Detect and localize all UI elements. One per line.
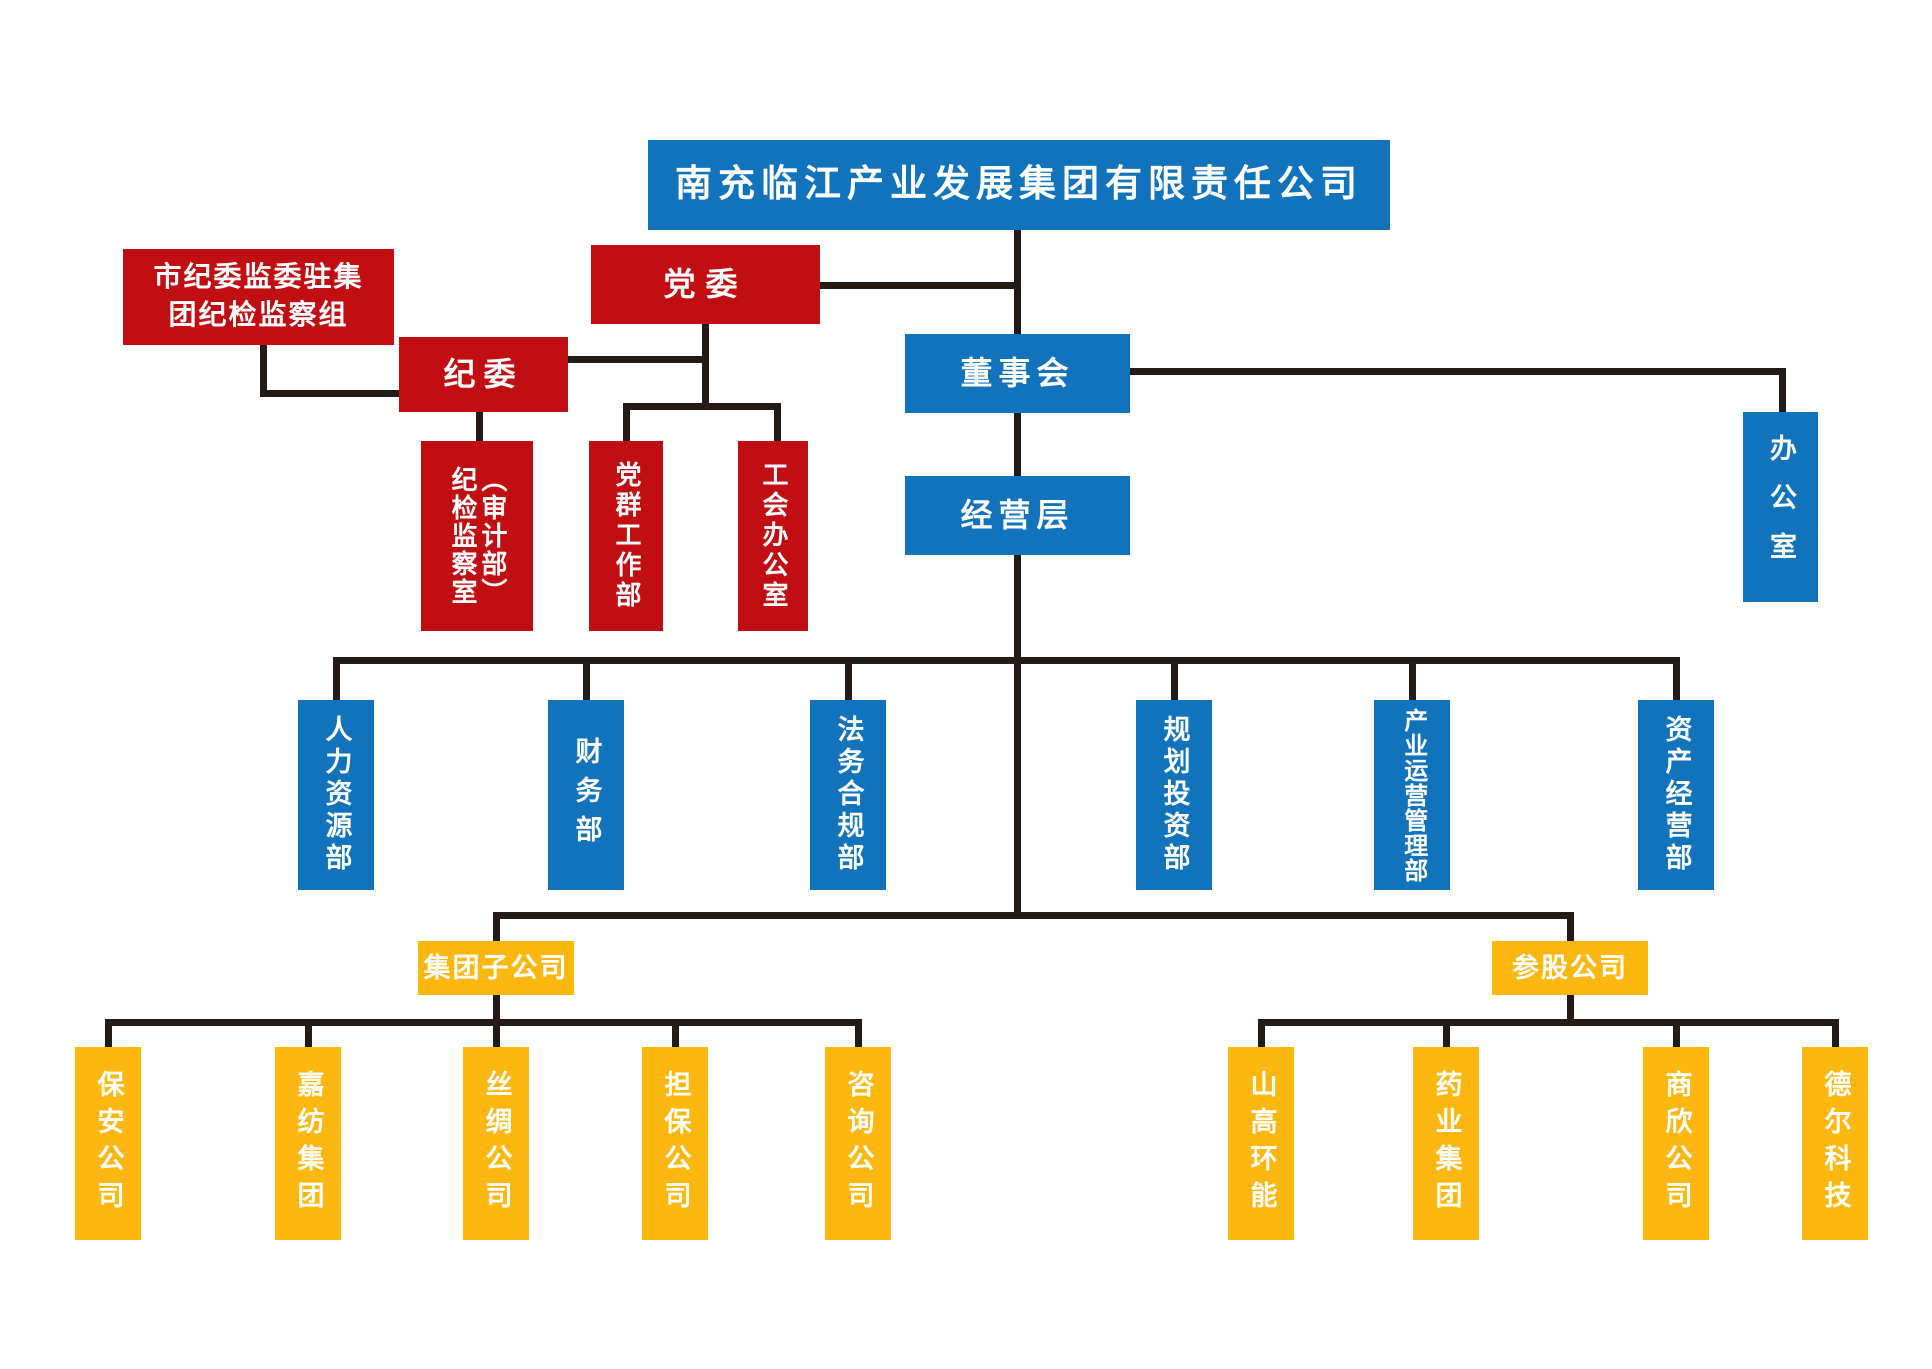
connector-board-to-office-v xyxy=(1779,368,1786,413)
org-node-participation-companies: 参股公司 xyxy=(1492,941,1648,995)
connector-asset-drop xyxy=(1673,657,1680,701)
org-node-label: 党委 xyxy=(663,265,748,302)
org-node-group-subsidiaries: 集团子公司 xyxy=(418,941,574,995)
org-node-label: 集团子公司 xyxy=(423,952,569,983)
org-node-security-company: 保安公司 xyxy=(75,1047,141,1240)
org-node-label: 法务合规部 xyxy=(833,715,864,875)
connector-silk-drop xyxy=(493,1019,500,1048)
connector-management-down xyxy=(1014,555,1021,661)
org-node-label: 嘉纺集团 xyxy=(293,1069,324,1218)
org-node-label: 市纪委监委驻集 团纪检监察组 xyxy=(153,262,364,331)
connector-sub-bar xyxy=(493,912,1574,919)
org-node-label: 党群工作部 xyxy=(611,461,641,611)
connector-jiafang-drop xyxy=(305,1019,312,1048)
connector-guarantee-drop xyxy=(672,1019,679,1048)
org-node-label: 咨询公司 xyxy=(843,1069,874,1218)
org-node-label: 丝绸公司 xyxy=(481,1069,512,1218)
org-node-company-title: 南充临江产业发展集团有限责任公司 xyxy=(648,140,1390,230)
org-node-label: 纪委 xyxy=(443,355,524,392)
org-node-guarantee-company: 担保公司 xyxy=(642,1047,708,1240)
org-node-legal-compliance-dept: 法务合规部 xyxy=(810,700,886,890)
org-node-city-discipline-group: 市纪委监委驻集 团纪检监察组 xyxy=(123,249,394,345)
org-node-label: 药业集团 xyxy=(1431,1069,1462,1218)
connector-legal-drop xyxy=(845,657,852,701)
org-node-discipline-committee: 纪委 xyxy=(399,337,568,412)
connector-shangxin-drop xyxy=(1673,1019,1680,1048)
connector-shangao-drop xyxy=(1258,1019,1265,1048)
connector-right-bar xyxy=(1258,1019,1839,1026)
connector-left-bar xyxy=(105,1019,862,1026)
connector-dangqun-drop xyxy=(623,403,630,442)
org-node-party-committee: 党委 xyxy=(591,245,820,324)
connector-jiwei-to-party xyxy=(568,356,709,363)
org-node-pharma-group: 药业集团 xyxy=(1413,1047,1479,1240)
org-node-label: 德尔科技 xyxy=(1820,1069,1851,1218)
connector-board-to-office-h xyxy=(1130,368,1785,375)
connector-pharma-drop xyxy=(1443,1019,1450,1048)
org-node-silk-company: 丝绸公司 xyxy=(463,1047,529,1240)
connector-participation-down xyxy=(1567,995,1574,1026)
connector-shijiwei-down xyxy=(260,345,267,397)
org-node-label: 南充临江产业发展集团有限责任公司 xyxy=(675,164,1363,206)
connector-board-to-management xyxy=(1014,413,1021,477)
connector-main-trunk-lower xyxy=(1014,657,1021,919)
connector-party-down xyxy=(702,324,709,410)
connector-deer-drop xyxy=(1832,1019,1839,1048)
org-node-label: 纪检监察室 （审计部） xyxy=(448,466,507,606)
org-node-industry-operation-dept: 产业运营管理部 xyxy=(1374,700,1450,890)
org-node-label: 保安公司 xyxy=(93,1069,124,1218)
org-node-asset-operation-dept: 资产经营部 xyxy=(1638,700,1714,890)
org-node-label: 商欣公司 xyxy=(1661,1069,1692,1218)
org-node-label: 担保公司 xyxy=(660,1069,691,1218)
org-node-shangxin-company: 商欣公司 xyxy=(1643,1047,1709,1240)
org-node-label: 产业运营管理部 xyxy=(1399,707,1426,883)
org-node-label: 山高环能 xyxy=(1246,1069,1277,1218)
org-node-discipline-audit-dept: 纪检监察室 （审计部） xyxy=(421,441,533,631)
connector-finance-drop xyxy=(583,657,590,701)
org-node-finance-dept: 财务部 xyxy=(548,700,624,890)
org-node-label: 工会办公室 xyxy=(758,461,788,611)
org-node-management-level: 经营层 xyxy=(905,476,1130,555)
org-node-consulting-company: 咨询公司 xyxy=(825,1047,891,1240)
org-node-jiafang-group: 嘉纺集团 xyxy=(275,1047,341,1240)
connector-hr-drop xyxy=(333,657,340,701)
connector-dept-bar xyxy=(333,657,1680,664)
connector-consulting-drop xyxy=(855,1019,862,1048)
org-node-label: 董事会 xyxy=(960,354,1075,391)
org-node-label: 规划投资部 xyxy=(1159,715,1190,875)
org-node-party-mass-work-dept: 党群工作部 xyxy=(589,441,663,631)
connector-party-tbar xyxy=(623,403,781,410)
connector-party-branch xyxy=(820,282,1020,289)
org-node-deer-technology: 德尔科技 xyxy=(1802,1047,1868,1240)
org-node-hr-dept: 人力资源部 xyxy=(298,700,374,890)
connector-jiwei-down xyxy=(476,412,483,443)
org-node-planning-investment-dept: 规划投资部 xyxy=(1136,700,1212,890)
org-node-label: 财务部 xyxy=(571,736,602,854)
connector-security-drop xyxy=(105,1019,112,1048)
org-node-union-office: 工会办公室 xyxy=(738,441,808,631)
connector-industry-drop xyxy=(1409,657,1416,701)
connector-planning-drop xyxy=(1171,657,1178,701)
org-node-shangao-environment: 山高环能 xyxy=(1228,1047,1294,1240)
org-node-label: 办公室 xyxy=(1766,433,1797,581)
connector-subsidiaries-down xyxy=(493,995,500,1026)
org-node-board-of-directors: 董事会 xyxy=(905,334,1130,413)
connector-subsidiaries-drop xyxy=(493,912,500,942)
connector-shijiwei-to-jiwei xyxy=(260,390,406,397)
org-node-label: 经营层 xyxy=(960,496,1075,533)
org-node-office: 办公室 xyxy=(1743,412,1818,602)
org-node-label: 人力资源部 xyxy=(321,715,352,875)
org-node-label: 参股公司 xyxy=(1512,952,1628,983)
org-node-label: 资产经营部 xyxy=(1661,715,1692,875)
connector-gonghui-drop xyxy=(774,403,781,442)
connector-participation-drop xyxy=(1567,912,1574,942)
